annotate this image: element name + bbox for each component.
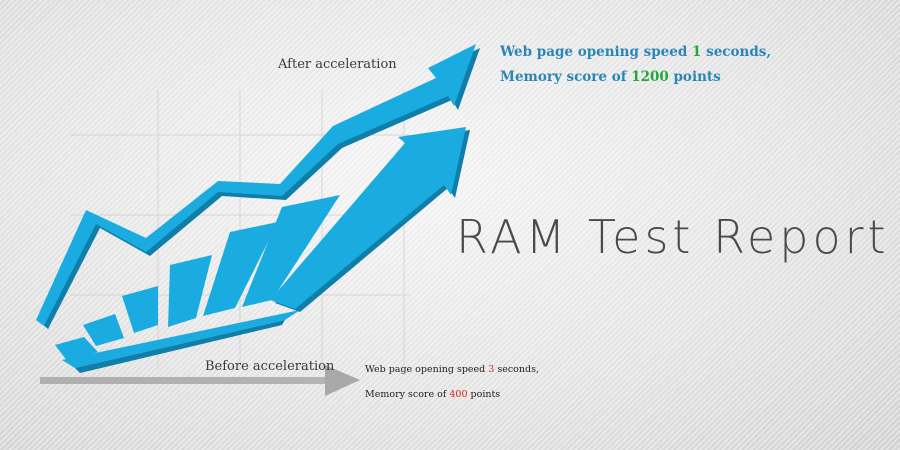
bar-1 [55,337,98,362]
after-memory-value: 1200 [631,69,669,85]
after-memory-prefix: Memory score of [500,69,632,85]
before-memory-text: Memory score of 400 points [365,389,500,400]
before-speed-value: 3 [488,364,495,375]
bar-3 [122,286,158,333]
before-memory-value: 400 [449,389,468,400]
after-speed-value: 1 [692,44,702,60]
bar-2 [83,314,124,346]
after-memory-text: Memory score of 1200 points [500,69,721,85]
bar-4 [168,255,212,327]
before-acceleration-label: Before acceleration [205,359,335,374]
after-memory-suffix: points [668,69,721,85]
page-title: RAM Test Report [456,210,890,264]
before-speed-suffix: seconds, [494,364,539,375]
bar-base [62,310,300,368]
after-speed-prefix: Web page opening speed [500,44,692,60]
before-arrow [40,365,360,396]
bar-5 [203,222,278,316]
bar-base-shadow [75,320,285,373]
before-speed-text: Web page opening speed 3 seconds, [365,364,539,375]
after-speed-suffix: seconds, [701,44,772,60]
before-memory-suffix: points [467,389,501,400]
after-acceleration-label: After acceleration [278,57,397,72]
bars [55,195,340,373]
after-speed-text: Web page opening speed 1 seconds, [500,44,771,60]
before-memory-prefix: Memory score of [365,389,450,400]
lower-arrow [270,127,470,312]
after-arrow [36,44,480,329]
before-speed-prefix: Web page opening speed [365,364,489,375]
bar-6 [242,195,340,307]
